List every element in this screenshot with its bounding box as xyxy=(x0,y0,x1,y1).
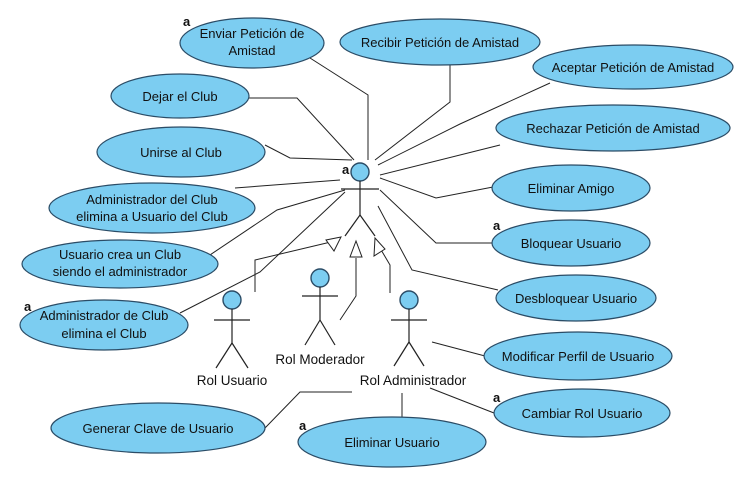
assoc-modificar-perfil xyxy=(431,341,486,357)
actor-rol-administrador[interactable] xyxy=(391,290,427,367)
use-case-admin-elimina-usuario[interactable]: Administrador del Club elimina a Usuario… xyxy=(48,182,256,234)
use-case-label: Cambiar Rol Usuario xyxy=(522,406,643,421)
use-case-label: Administrador del Club xyxy=(86,192,218,207)
use-case-dejar-club[interactable]: Dejar el Club xyxy=(110,73,250,119)
use-case-eliminar-usuario[interactable]: Eliminar Usuario xyxy=(297,416,487,468)
use-case-recibir-peticion[interactable]: Recibir Petición de Amistad xyxy=(339,18,541,66)
use-case-label: Administrador de Club xyxy=(40,308,169,323)
gen-rol-usuario xyxy=(254,240,336,292)
assoc-eliminar-amigo xyxy=(379,177,494,199)
use-case-label: elimina el Club xyxy=(61,326,146,341)
associations xyxy=(179,57,551,429)
assoc-aceptar-peticion xyxy=(377,82,551,166)
assoc-cambiar-rol xyxy=(429,387,495,414)
marker-usuario: a xyxy=(342,162,350,177)
assoc-recibir-peticion xyxy=(374,65,451,161)
actor-label-rol-administrador: Rol Administrador xyxy=(360,373,467,388)
use-case-label: Recibir Petición de Amistad xyxy=(361,35,519,50)
use-case-label: Generar Clave de Usuario xyxy=(82,421,233,436)
use-case-eliminar-amigo[interactable]: Eliminar Amigo xyxy=(491,164,651,212)
gen-head-rol-usuario xyxy=(325,236,342,252)
actor-label-rol-usuario: Rol Usuario xyxy=(197,373,268,388)
use-case-usuario-crea-club[interactable]: Usuario crea un Club siendo el administr… xyxy=(21,239,219,289)
assoc-generar-clave xyxy=(264,391,352,429)
assoc-enviar-peticion xyxy=(309,57,369,160)
use-case-label: Unirse al Club xyxy=(140,145,222,160)
assoc-desbloquear-usuario xyxy=(377,205,499,291)
use-case-label: Enviar Petición de xyxy=(200,26,305,41)
use-case-unirse-club[interactable]: Unirse al Club xyxy=(96,126,266,178)
use-case-generar-clave[interactable]: Generar Clave de Usuario xyxy=(50,402,266,454)
marker-cambiar-rol: a xyxy=(493,390,501,405)
use-case-admin-elimina-club[interactable]: Administrador de Club elimina el Club xyxy=(19,299,189,351)
use-case-bloquear-usuario[interactable]: Bloquear Usuario xyxy=(491,219,651,267)
use-case-label: elimina a Usuario del Club xyxy=(76,209,228,224)
use-case-cambiar-rol[interactable]: Cambiar Rol Usuario xyxy=(493,388,671,438)
use-case-desbloquear-usuario[interactable]: Desbloquear Usuario xyxy=(495,274,657,322)
actor-usuario[interactable] xyxy=(341,162,379,237)
marker-enviar-peticion: a xyxy=(183,14,191,29)
actor-rol-moderador[interactable] xyxy=(302,268,338,346)
use-case-label: Eliminar Usuario xyxy=(344,435,439,450)
use-case-enviar-peticion[interactable]: Enviar Petición de Amistad xyxy=(179,17,325,69)
actor-label-rol-moderador: Rol Moderador xyxy=(275,352,365,367)
use-case-modificar-perfil[interactable]: Modificar Perfil de Usuario xyxy=(483,331,673,381)
marker-bloquear-usuario: a xyxy=(493,218,501,233)
assoc-admin-elimina-usuario xyxy=(234,179,341,189)
assoc-dejar-club xyxy=(248,97,355,161)
use-case-label: Amistad xyxy=(229,43,276,58)
use-case-label: Dejar el Club xyxy=(142,89,217,104)
use-case-label: Bloquear Usuario xyxy=(521,236,621,251)
assoc-rechazar-peticion xyxy=(379,144,501,176)
actor-rol-usuario[interactable] xyxy=(214,290,250,369)
gen-rol-moderador xyxy=(339,258,357,321)
marker-admin-elimina-club: a xyxy=(24,299,32,314)
use-case-label: Rechazar Petición de Amistad xyxy=(526,121,699,136)
use-case-label: siendo el administrador xyxy=(53,264,188,279)
assoc-usuario-crea-club xyxy=(194,189,346,266)
use-case-rechazar-peticion[interactable]: Rechazar Petición de Amistad xyxy=(495,104,731,152)
use-case-label: Modificar Perfil de Usuario xyxy=(502,349,654,364)
use-case-aceptar-peticion[interactable]: Aceptar Petición de Amistad xyxy=(532,44,734,90)
marker-eliminar-usuario: a xyxy=(299,418,307,433)
use-case-label: Usuario crea un Club xyxy=(59,247,181,262)
generalizations xyxy=(254,236,391,321)
use-case-label: Aceptar Petición de Amistad xyxy=(552,60,715,75)
use-case-label: Desbloquear Usuario xyxy=(515,291,637,306)
gen-head-rol-administrador xyxy=(373,236,386,257)
use-case-label: Eliminar Amigo xyxy=(528,181,615,196)
assoc-bloquear-usuario xyxy=(379,189,492,244)
assoc-unirse-club xyxy=(264,144,353,161)
assoc-admin-elimina-club xyxy=(179,191,346,314)
gen-head-rol-moderador xyxy=(349,239,363,258)
